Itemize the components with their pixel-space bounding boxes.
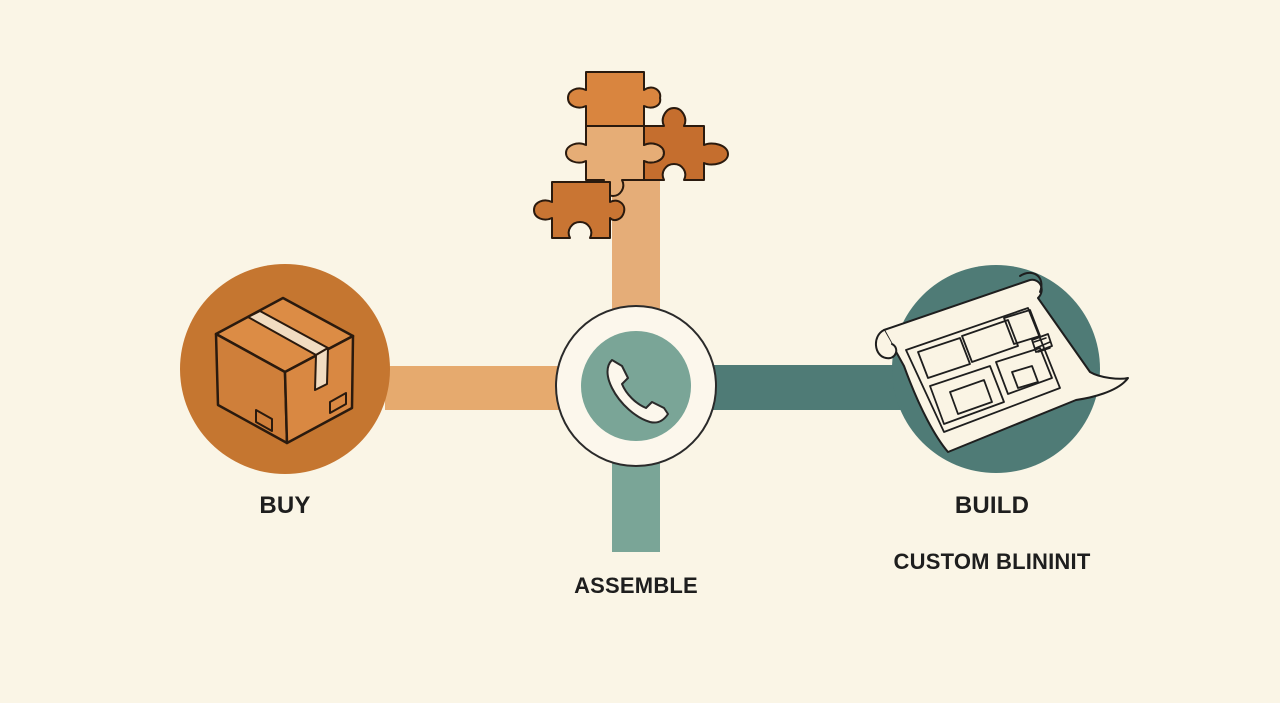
connector-assemble-puzzle <box>612 175 660 315</box>
buy-label: BUY <box>259 492 311 519</box>
connector-assemble-build <box>712 365 912 410</box>
phone-icon <box>606 359 669 424</box>
cardboard-box-icon <box>214 296 355 445</box>
connector-assemble-down <box>612 462 660 552</box>
connector-buy-assemble <box>385 366 560 410</box>
assemble-circle <box>581 331 691 441</box>
assemble-label: ASSEMBLE <box>574 573 698 598</box>
build-sublabel: CUSTOM BLININIT <box>893 549 1091 574</box>
blueprint-icon <box>875 271 1129 453</box>
puzzle-pieces-icon <box>533 71 729 239</box>
build-label: BUILD <box>954 492 1030 519</box>
